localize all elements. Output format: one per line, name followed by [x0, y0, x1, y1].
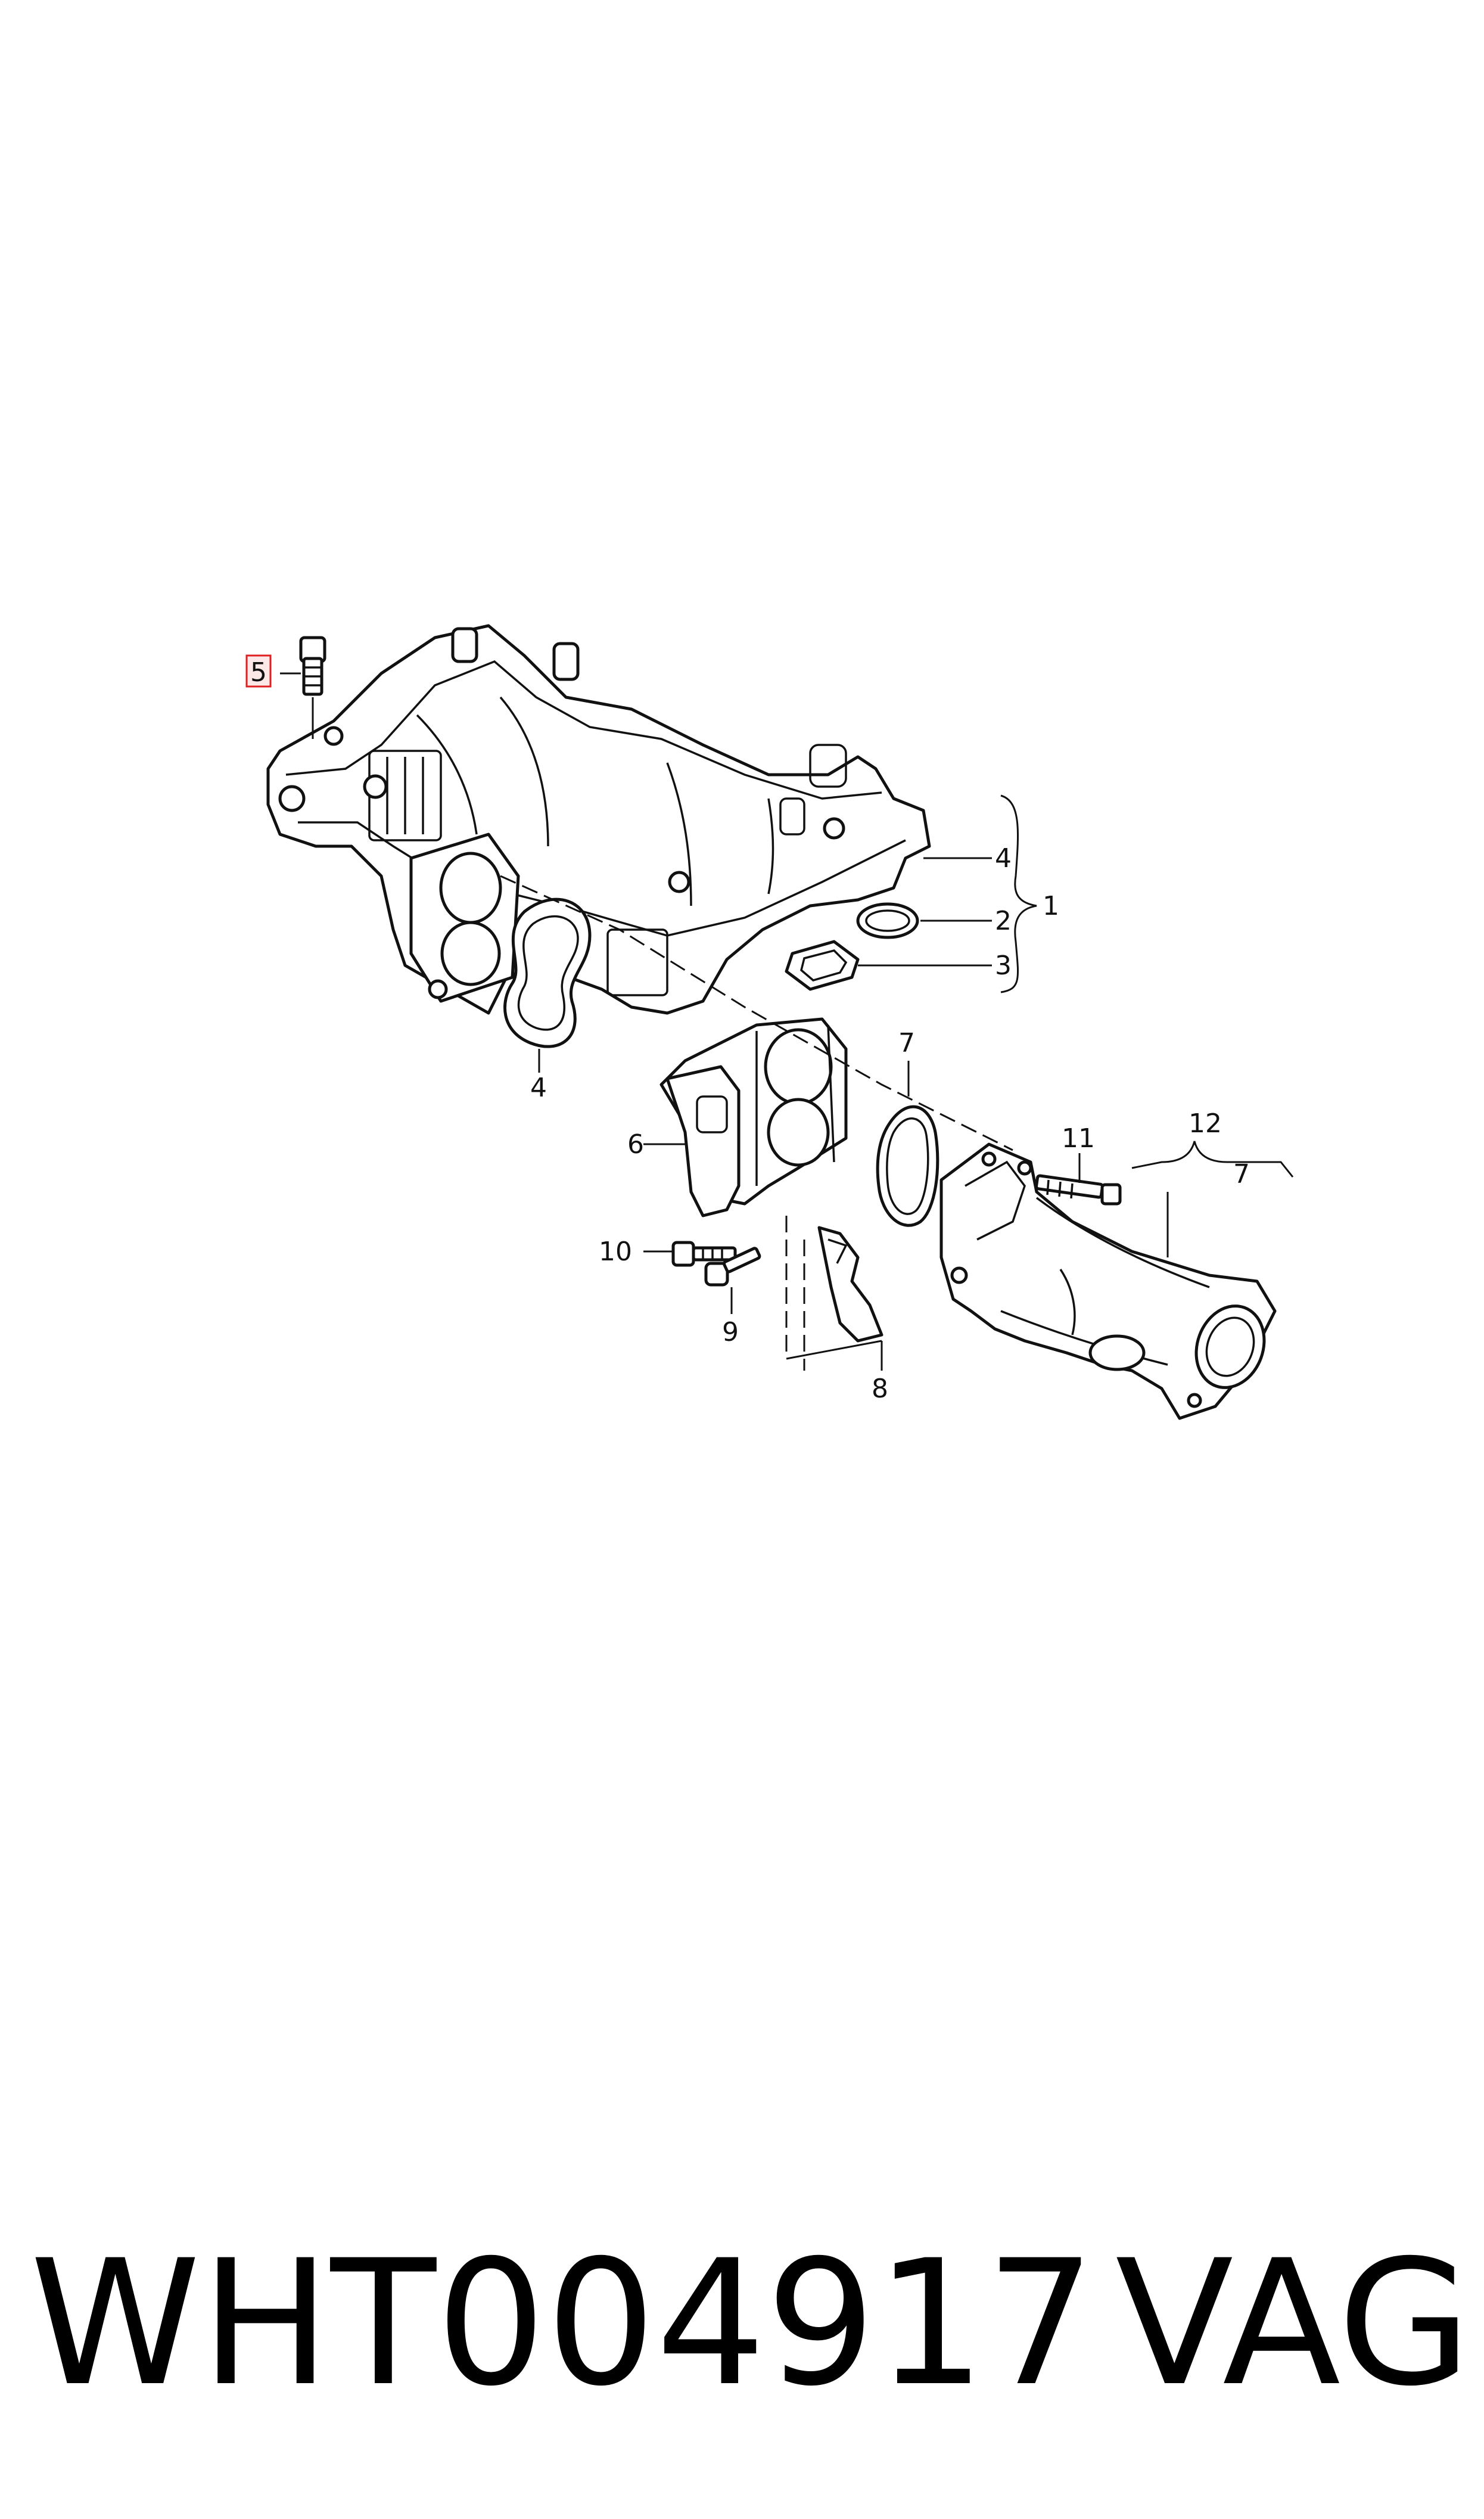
- bolt-5: [280, 636, 326, 739]
- footer-caption: WHT004917 VAG: [30, 2229, 1471, 2419]
- intake-pipe-12: [939, 1141, 1294, 1420]
- callout-3: 3: [995, 951, 1012, 981]
- seal-ring-2: [856, 902, 992, 939]
- callout-4-bottom: 4: [530, 1073, 547, 1103]
- callout-12: 12: [1189, 1108, 1222, 1139]
- callout-9: 9: [722, 1317, 739, 1347]
- intake-manifold: [266, 624, 931, 1015]
- callout-1: 1: [1043, 891, 1059, 921]
- callout-11: 11: [1062, 1123, 1095, 1154]
- part-number: WHT004917: [30, 2223, 1096, 2424]
- throttle-body-6: [643, 1017, 848, 1217]
- assembly-centerline: [500, 875, 1013, 1151]
- gasket-4: [503, 897, 592, 1073]
- bolt-11: [1035, 1153, 1122, 1206]
- callout-8: 8: [872, 1374, 888, 1404]
- callout-2: 2: [995, 906, 1012, 936]
- callout-10: 10: [599, 1237, 632, 1267]
- callout-6: 6: [627, 1129, 644, 1160]
- callout-4-top: 4: [995, 843, 1012, 874]
- seal-ring-7: [876, 1061, 939, 1227]
- exploded-parts-diagram: 5 4 1 2 3 4 7 6 11 12 7 10 9 8: [245, 624, 1294, 1420]
- bolt-10: [643, 1241, 737, 1267]
- brand-name: VAG: [1115, 2223, 1471, 2424]
- callout-7-pipe: 7: [1233, 1159, 1250, 1189]
- callout-7-seal: 7: [898, 1028, 915, 1058]
- bracket-1: [1000, 794, 1037, 993]
- callout-5: 5: [250, 657, 267, 688]
- bracket-8: [785, 1216, 883, 1371]
- bolt-9: [704, 1247, 761, 1314]
- callout-5-highlight: [245, 654, 272, 688]
- gasket-3: [785, 940, 992, 991]
